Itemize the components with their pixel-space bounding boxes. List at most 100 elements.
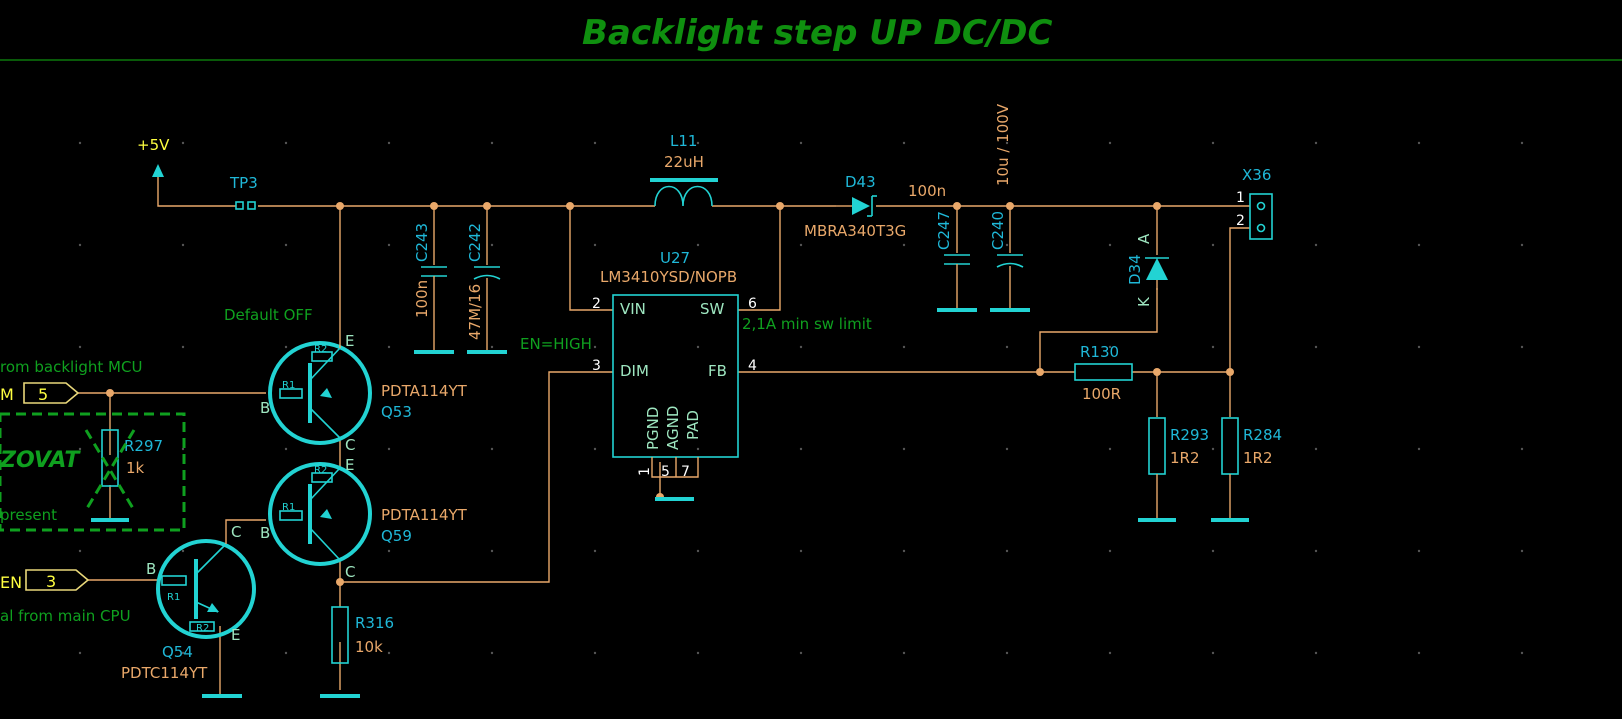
grid-dot <box>1211 447 1215 451</box>
capacitor-c240: C240 10u / 100V <box>989 103 1030 312</box>
grid-dot <box>181 651 185 655</box>
svg-text:C: C <box>231 523 241 541</box>
grid-dot <box>284 651 288 655</box>
grid-dot <box>78 447 82 451</box>
svg-text:47M/16: 47M/16 <box>466 284 484 340</box>
note-from-mcu: rom backlight MCU <box>0 358 142 376</box>
svg-text:R1: R1 <box>282 502 295 513</box>
svg-text:100n: 100n <box>413 280 431 318</box>
capacitor-c247: C247 100n <box>908 182 977 312</box>
svg-text:R1: R1 <box>282 380 295 391</box>
svg-text:LM3410YSD/NOPB: LM3410YSD/NOPB <box>600 268 737 286</box>
svg-text:R2: R2 <box>314 465 327 476</box>
svg-text:Q59: Q59 <box>381 527 412 545</box>
grid-dot <box>1314 141 1318 145</box>
grid-dot <box>1108 243 1112 247</box>
svg-text:3: 3 <box>592 358 601 374</box>
grid-dot <box>490 549 494 553</box>
svg-text:Q53: Q53 <box>381 403 412 421</box>
svg-text:R1: R1 <box>167 592 180 603</box>
svg-text:R284: R284 <box>1243 426 1282 444</box>
svg-text:1k: 1k <box>126 459 145 477</box>
svg-text:100R: 100R <box>1082 385 1121 403</box>
svg-text:6: 6 <box>748 296 757 312</box>
svg-text:FB: FB <box>708 362 727 380</box>
grid-dot <box>1211 243 1215 247</box>
svg-text:C247: C247 <box>935 211 953 250</box>
svg-text:B: B <box>146 560 156 578</box>
junctions <box>106 202 1234 586</box>
svg-text:M: M <box>0 385 14 404</box>
grid-dot <box>593 141 597 145</box>
grid-dot <box>799 243 803 247</box>
grid-dot <box>284 345 288 349</box>
grid-dot <box>78 651 82 655</box>
grid-dot <box>1520 243 1524 247</box>
capacitor-c243: C243 100n <box>413 223 454 354</box>
grid-dot <box>1520 447 1524 451</box>
grid-dot <box>902 447 906 451</box>
svg-text:U27: U27 <box>660 249 690 267</box>
note-sw-limit: 2,1A min sw limit <box>742 315 872 333</box>
grid-dot <box>181 549 185 553</box>
svg-text:K: K <box>1135 296 1153 307</box>
grid-dot <box>902 141 906 145</box>
svg-text:ZOVAT: ZOVAT <box>0 448 81 473</box>
svg-text:X36: X36 <box>1242 166 1271 184</box>
svg-text:22uH: 22uH <box>664 153 704 171</box>
svg-text:L11: L11 <box>670 132 697 150</box>
grid-dot <box>490 447 494 451</box>
grid-dot <box>902 345 906 349</box>
grid-dot <box>1211 141 1215 145</box>
svg-text:5: 5 <box>38 385 48 404</box>
svg-text:R130: R130 <box>1080 343 1119 361</box>
grid-dot <box>1520 141 1524 145</box>
svg-text:EN: EN <box>0 573 22 592</box>
grid-dot <box>387 345 391 349</box>
grid-dot <box>1108 651 1112 655</box>
transistor-q59: R2 R1 E C B PDTA114YT Q59 <box>260 456 468 581</box>
grid-dot <box>1314 243 1318 247</box>
grid-dot <box>490 345 494 349</box>
svg-text:D34: D34 <box>1126 254 1144 285</box>
grid-dot <box>1108 549 1112 553</box>
grid-dot <box>1520 651 1524 655</box>
svg-text:Q54: Q54 <box>162 643 193 661</box>
resistor-r297: R297 1k <box>91 429 163 522</box>
svg-text:5: 5 <box>661 464 670 480</box>
grid-dot <box>799 447 803 451</box>
grid-dot <box>696 345 700 349</box>
svg-text:A: A <box>1135 233 1153 244</box>
svg-text:7: 7 <box>681 464 690 480</box>
svg-text:DIM: DIM <box>620 362 649 380</box>
resistor-r284: R284 1R2 <box>1211 417 1282 522</box>
grid-dot <box>1314 651 1318 655</box>
grid-dot <box>593 345 597 349</box>
grid-dot <box>284 141 288 145</box>
testpoint-tp3: TP3 <box>229 174 258 210</box>
svg-text:TP3: TP3 <box>229 174 258 192</box>
diode-d34: D34 A K <box>1126 233 1169 307</box>
svg-text:100n: 100n <box>908 182 946 200</box>
schematic-title: Backlight step UP DC/DC <box>582 13 1052 53</box>
svg-text:E: E <box>231 626 240 644</box>
grid-dot <box>1108 447 1112 451</box>
grid-dot <box>696 549 700 553</box>
svg-text:B: B <box>260 524 270 542</box>
svg-text:PGND: PGND <box>644 407 662 450</box>
svg-text:2: 2 <box>592 296 601 312</box>
grid-dot <box>1005 651 1009 655</box>
svg-text:1R2: 1R2 <box>1170 449 1200 467</box>
grid-dot <box>799 345 803 349</box>
svg-text:R2: R2 <box>314 344 327 355</box>
svg-text:C: C <box>345 563 355 581</box>
grid-dot <box>387 141 391 145</box>
grid-dot <box>1211 345 1215 349</box>
svg-text:PDTC114YT: PDTC114YT <box>121 664 208 682</box>
resistor-r130: R130 100R <box>1074 343 1133 403</box>
grid-dot <box>696 141 700 145</box>
grid <box>78 141 1524 655</box>
grid-dot <box>387 243 391 247</box>
svg-text:10k: 10k <box>355 638 383 656</box>
grid-dot <box>1314 345 1318 349</box>
